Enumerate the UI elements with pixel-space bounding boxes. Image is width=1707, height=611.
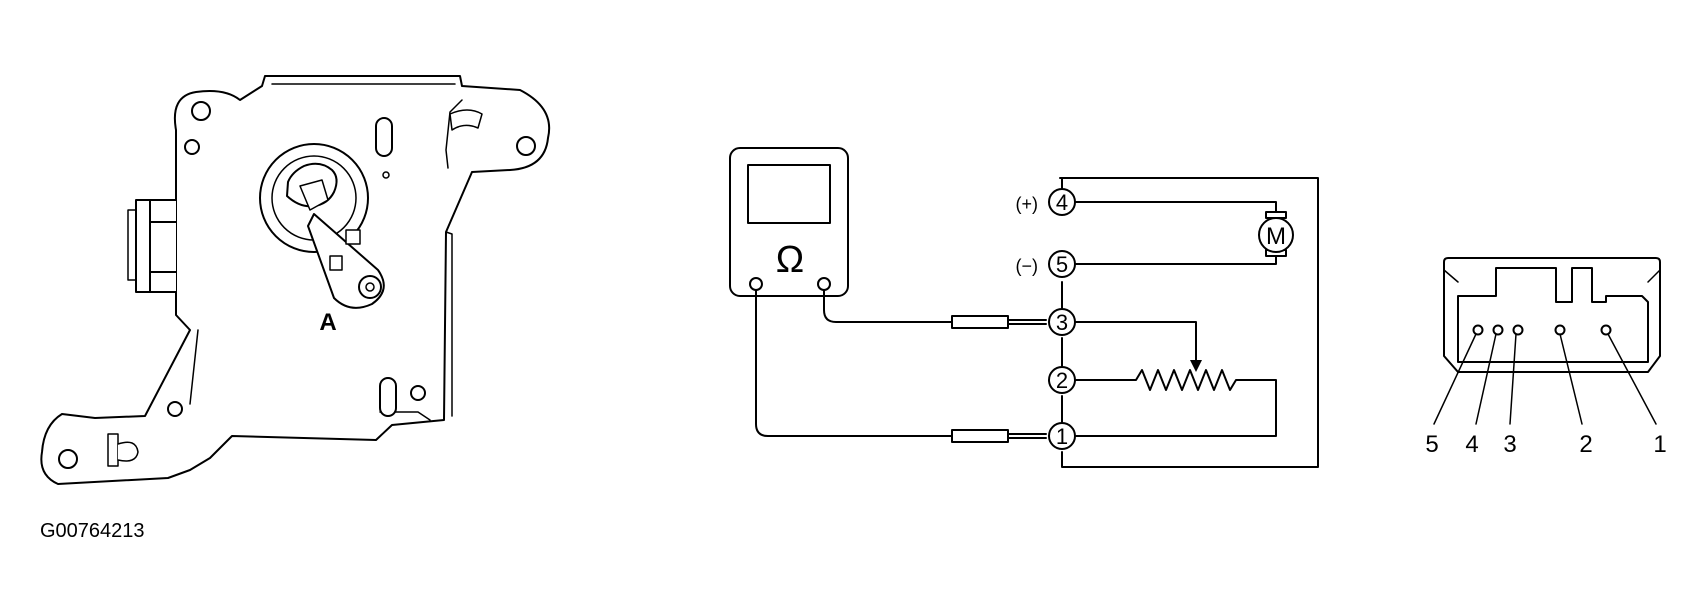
actuator-drawing: A [40,75,551,485]
svg-text:5: 5 [1056,252,1068,277]
ohmmeter-display [747,164,831,224]
connector-pin-3 [1512,324,1524,336]
pin-label: 3 [1503,431,1516,458]
figure-id: G00764213 [40,520,145,542]
terminal-polarity: (−) [1016,256,1039,276]
test-probe [951,315,1009,329]
pin-label: 2 [1579,431,1592,458]
connector-pin-1 [1600,324,1612,336]
mount-hole [191,101,211,121]
connector-pin-5 [1472,324,1484,336]
svg-text:4: 4 [1056,190,1068,215]
potentiometer-resistor [1075,369,1277,437]
pin-label: 4 [1465,431,1478,458]
wiper-arrow [1190,360,1202,372]
svg-text:1: 1 [1056,424,1068,449]
terminal-4: 4 (+) [1016,188,1076,216]
svg-text:3: 3 [1056,310,1068,335]
test-leads [755,289,1047,443]
ohmmeter-probe-jack [749,277,763,291]
pin-label: 1 [1653,431,1666,458]
ohmmeter: Ω [729,147,849,297]
connector-face: 5 4 3 2 1 [1425,257,1667,458]
connector-pin-2 [1554,324,1566,336]
ohm-symbol: Ω [776,239,804,281]
connector-housing [1443,257,1661,373]
terminal-2: 2 [1048,366,1076,394]
actuator-label: A [319,309,336,336]
connector-pin-4 [1492,324,1504,336]
ohmmeter-probe-jack [817,277,831,291]
motor-symbol: M [1266,223,1286,250]
slot [375,117,393,157]
actuator-schematic: M 4 (+) 5 (−) 3 2 1 [1016,177,1319,468]
actuator-body [40,75,551,485]
test-probe [951,429,1009,443]
pin-label: 5 [1425,431,1438,458]
slot [379,377,397,417]
terminal-5: 5 (−) [1016,250,1076,278]
terminal-3: 3 [1048,308,1076,336]
mount-hole [58,449,78,469]
actuator-connector-housing [135,199,177,293]
mount-hole [184,139,200,155]
mount-hole [410,385,426,401]
motor: M [1258,211,1294,257]
terminal-polarity: (+) [1016,194,1039,214]
terminal-1: 1 [1048,422,1076,450]
output-gear [259,143,385,309]
mount-hole [516,136,536,156]
mount-hole [167,401,183,417]
svg-text:2: 2 [1056,368,1068,393]
